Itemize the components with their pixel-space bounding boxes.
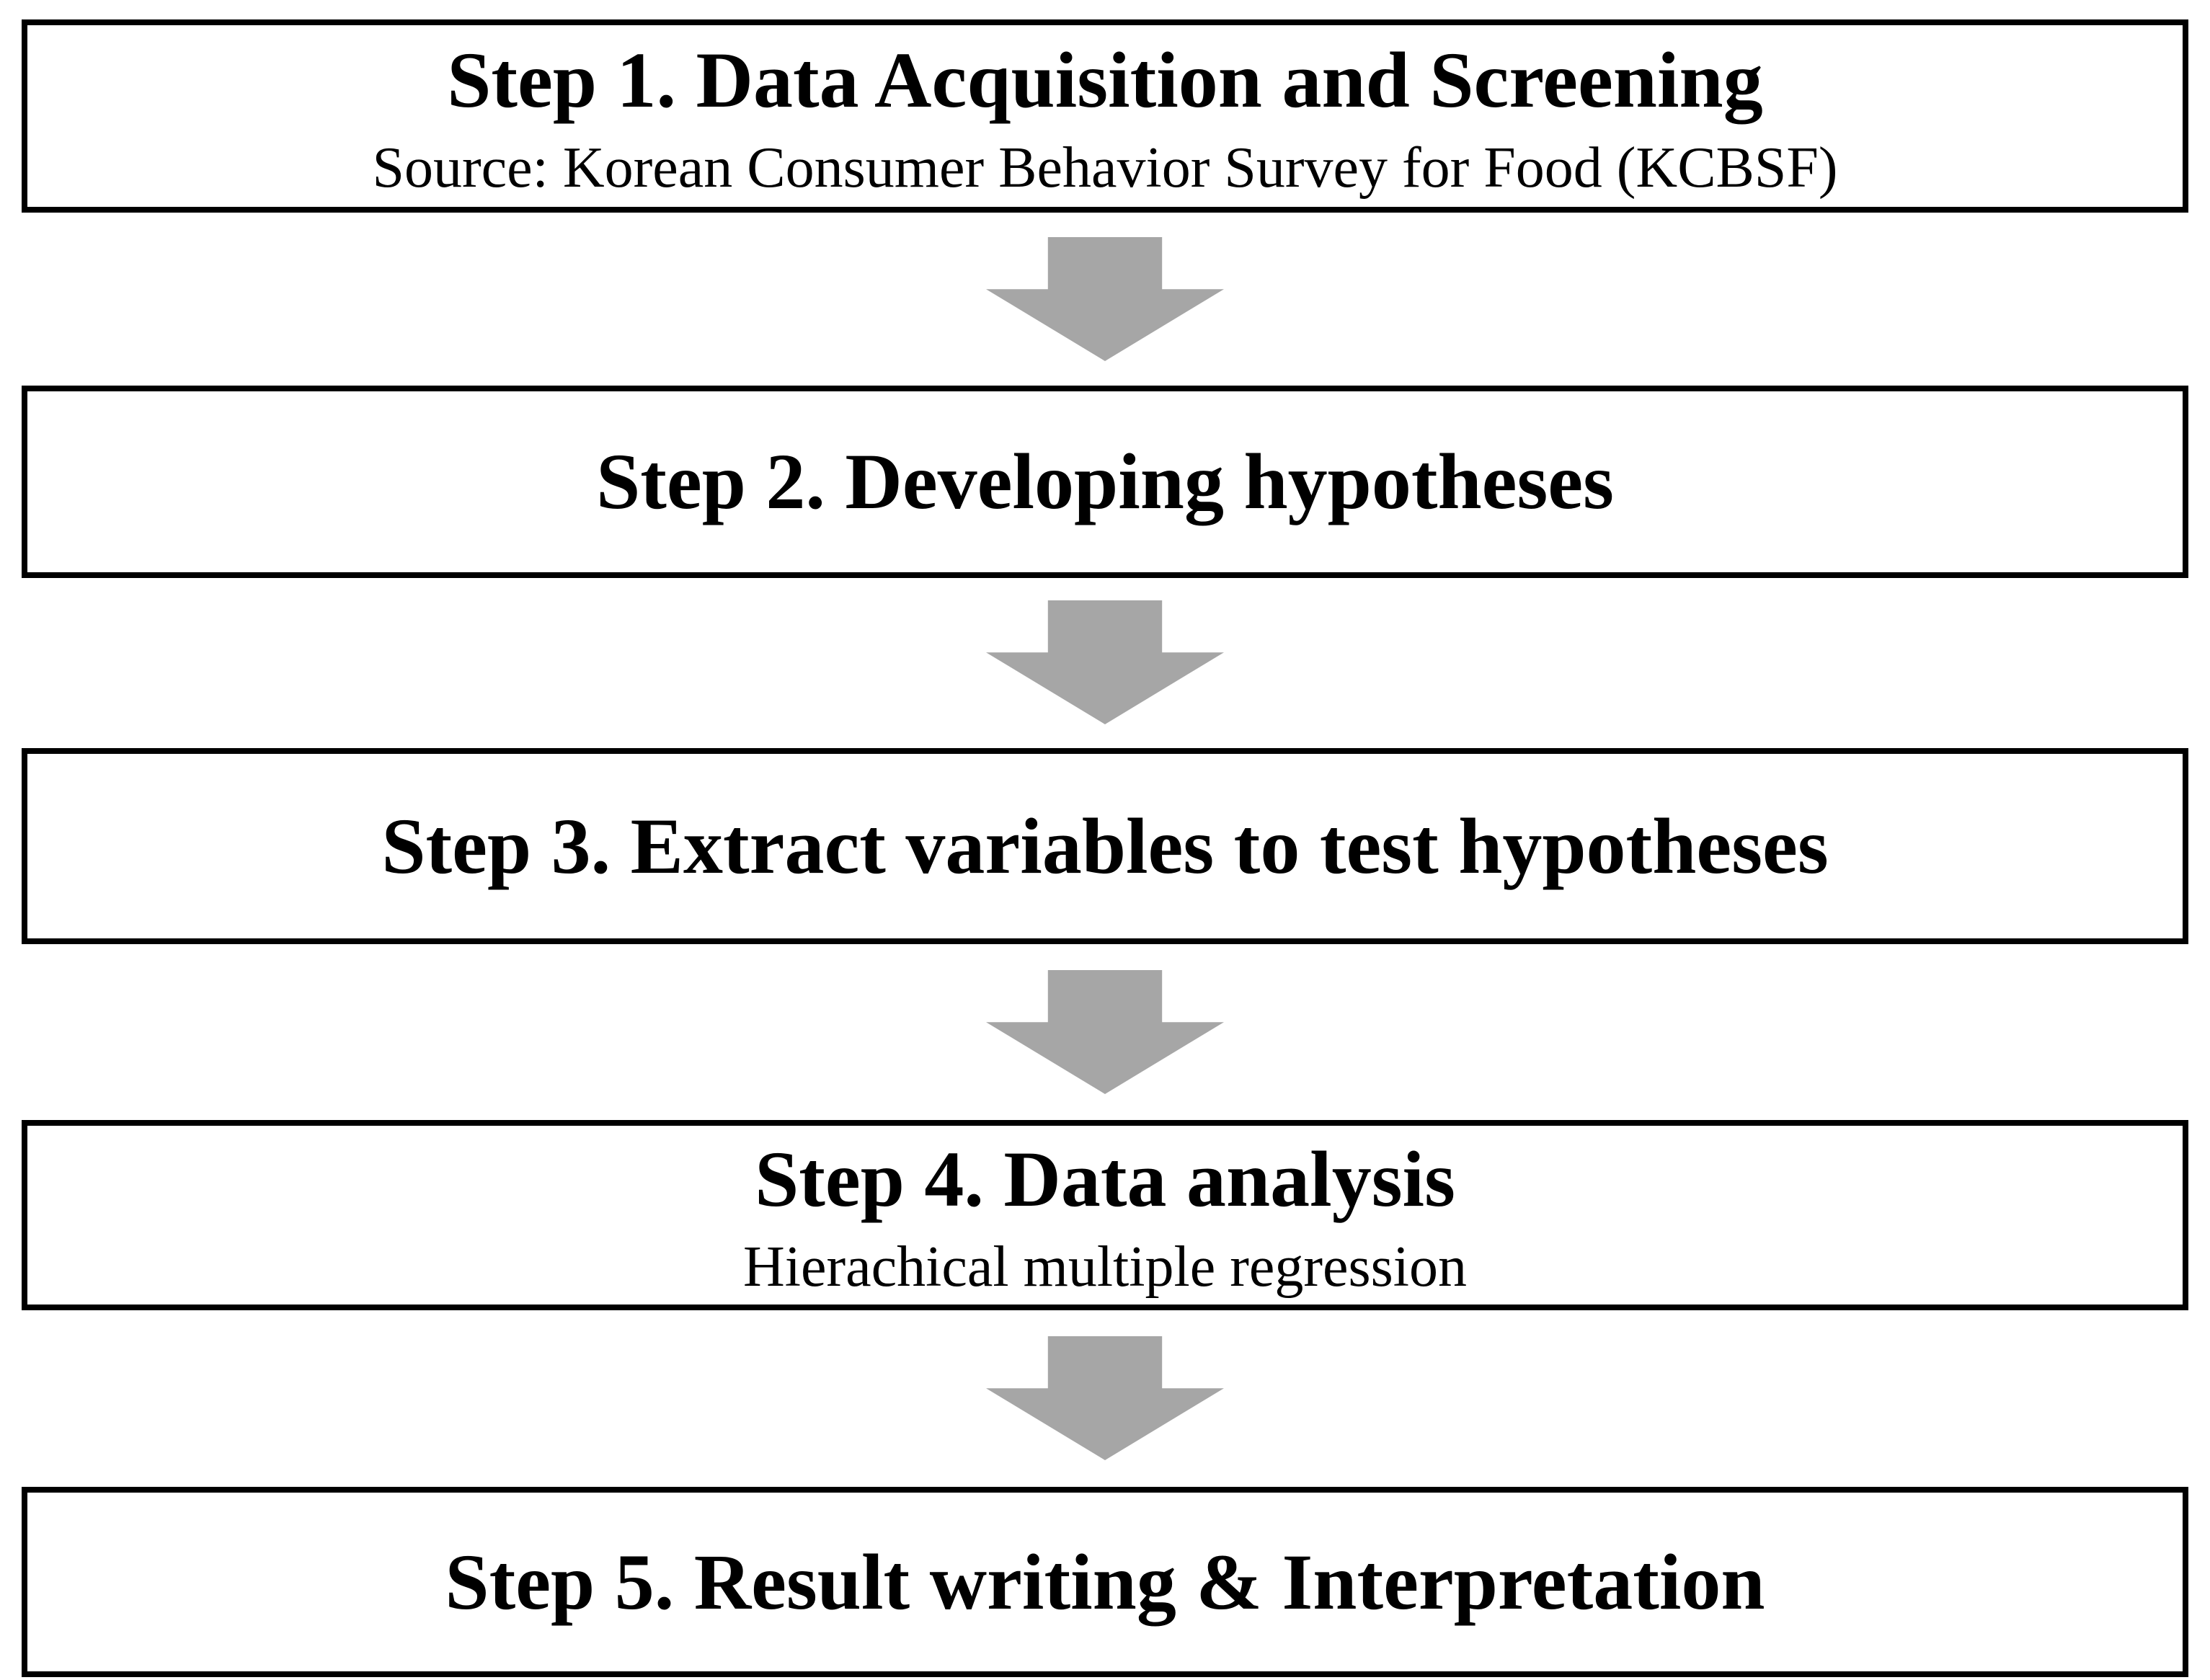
step-box-2: Step 2. Developing hypotheses: [22, 386, 2188, 578]
down-arrow-icon: [986, 237, 1224, 361]
step-4-title: Step 4. Data analysis: [755, 1134, 1455, 1223]
step-box-5: Step 5. Result writing & Interpretation: [22, 1487, 2188, 1677]
down-arrow-icon: [986, 600, 1224, 724]
step-5-title: Step 5. Result writing & Interpretation: [445, 1537, 1765, 1626]
step-box-1: Step 1. Data Acquisition and Screening S…: [22, 19, 2188, 213]
down-arrow-icon: [986, 970, 1224, 1094]
step-box-4: Step 4. Data analysis Hierachical multip…: [22, 1120, 2188, 1310]
step-box-3: Step 3. Extract variables to test hypoth…: [22, 748, 2188, 944]
step-2-title: Step 2. Developing hypotheses: [596, 437, 1614, 525]
step-1-subtitle: Source: Korean Consumer Behavior Survey …: [372, 135, 1838, 200]
step-1-title: Step 1. Data Acquisition and Screening: [447, 35, 1763, 124]
step-3-title: Step 3. Extract variables to test hypoth…: [381, 801, 1829, 890]
step-4-subtitle: Hierachical multiple regression: [742, 1235, 1468, 1299]
down-arrow-icon: [986, 1336, 1224, 1460]
